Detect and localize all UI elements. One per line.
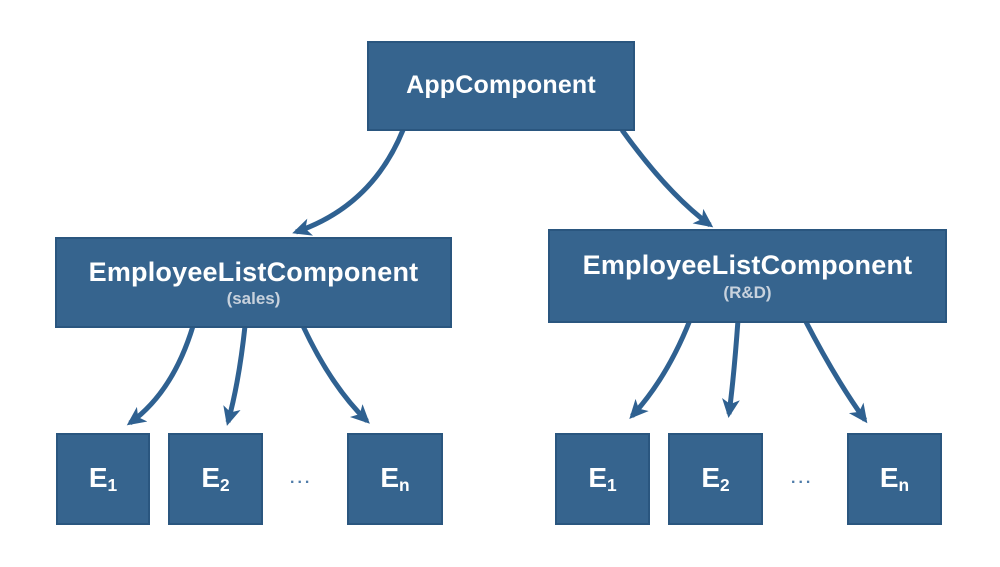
arrow-sales-to-e2 [223, 325, 248, 426]
leaf-label: E2 [201, 461, 230, 495]
leaf-label: E1 [88, 461, 118, 495]
node-employee-list-rnd: EmployeeListComponent (R&D) [548, 229, 947, 323]
leaf-label: E2 [701, 461, 730, 495]
node-employee-list-sales: EmployeeListComponent (sales) [55, 237, 452, 328]
node-employee-rnd-e1: E1 [555, 433, 650, 525]
arrow-sales-to-en [300, 324, 370, 424]
leaf-label: En [380, 461, 410, 495]
arrow-rnd-to-en [802, 318, 868, 424]
node-employee-rnd-e2: E2 [668, 433, 763, 525]
node-title: EmployeeListComponent [88, 256, 419, 287]
node-employee-rnd-en: En [847, 433, 942, 525]
node-subtitle: (R&D) [723, 282, 772, 302]
leaf-label: En [879, 461, 910, 495]
node-app-component: AppComponent [367, 41, 635, 131]
arrow-app-to-sales [292, 129, 406, 236]
arrow-rnd-to-e2 [722, 319, 741, 418]
arrow-rnd-to-e1 [629, 319, 693, 419]
node-title: EmployeeListComponent [582, 250, 913, 281]
node-title: AppComponent [406, 71, 596, 100]
node-employee-sales-e2: E2 [168, 433, 263, 525]
node-subtitle: (sales) [226, 289, 281, 309]
arrow-sales-to-e1 [126, 325, 196, 426]
node-employee-sales-e1: E1 [56, 433, 150, 525]
ellipsis-rnd: ... [791, 470, 814, 487]
node-employee-sales-en: En [347, 433, 443, 525]
leaf-label: E1 [588, 461, 617, 495]
ellipsis-sales: ... [290, 470, 313, 487]
arrow-app-to-rnd [619, 128, 714, 228]
